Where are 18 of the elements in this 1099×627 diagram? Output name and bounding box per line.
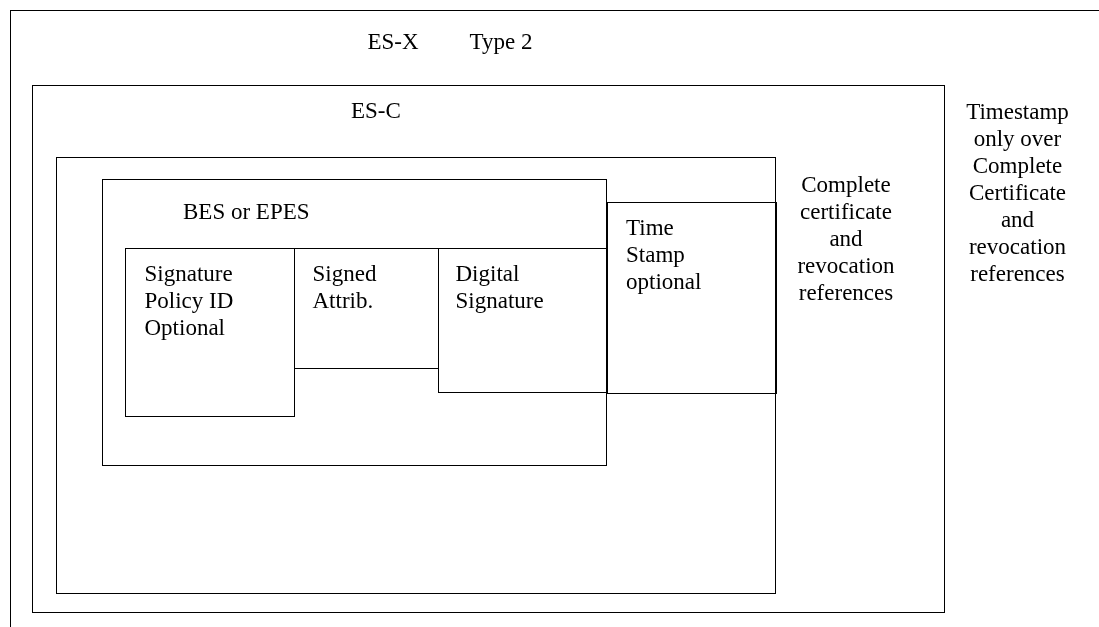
box-text: Complete certificate and revocation references (796, 171, 896, 306)
box-text: Signature Policy ID Optional (144, 259, 235, 341)
nested-box (10, 10, 1099, 627)
box-heading: ES-C (351, 97, 402, 124)
nested-box (56, 157, 776, 594)
box-text: Time Stamp optional (626, 214, 703, 295)
nested-box (294, 248, 439, 369)
box-text: Type 2 (469, 27, 534, 55)
box-heading: ES-X (367, 27, 420, 55)
box-text: Digital Signature (455, 259, 545, 314)
nested-box (101, 178, 607, 466)
box-text: Signed Attrib. (312, 259, 378, 314)
box-heading: BES or EPES (183, 198, 311, 225)
box-text: Timestamp only over Complete Certificate and revocation references (965, 97, 1070, 287)
nested-box (125, 248, 295, 417)
nested-box (606, 201, 777, 394)
nested-box (31, 84, 945, 613)
nested-box (438, 248, 607, 393)
